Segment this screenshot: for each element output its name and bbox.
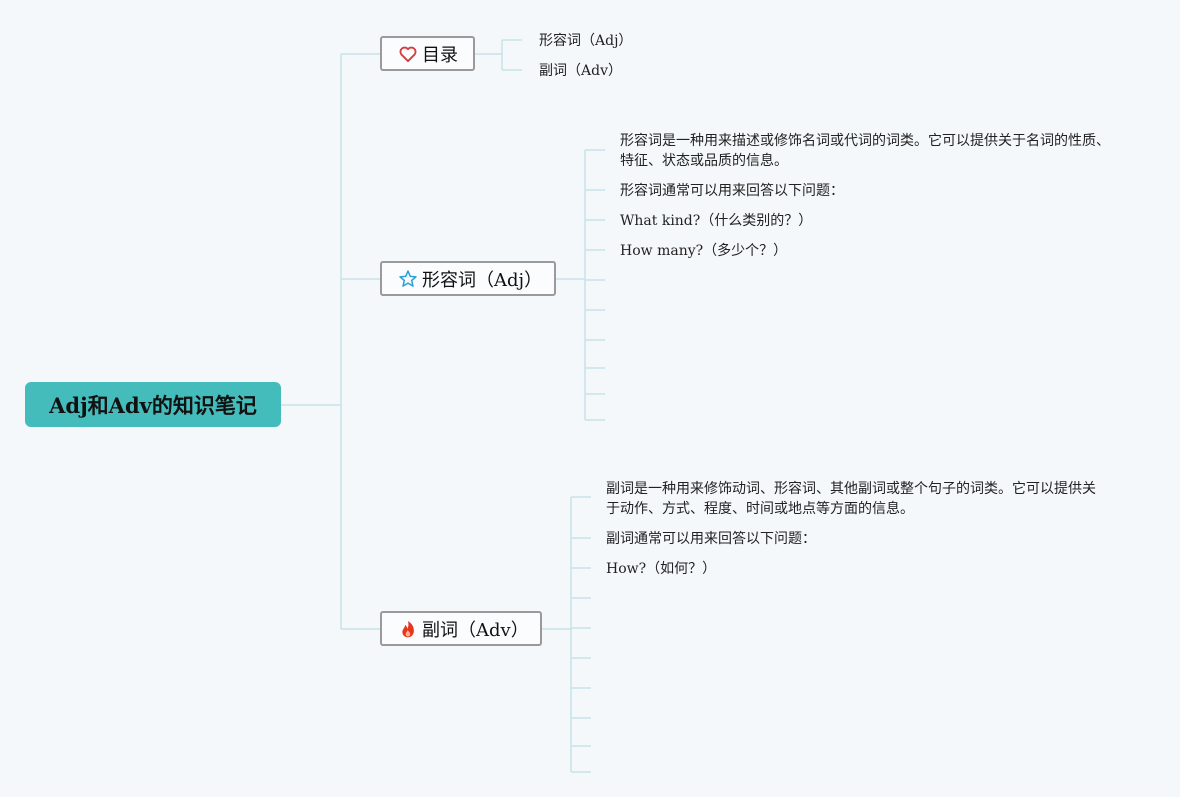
root-title: Adj和Adv的知识笔记 <box>49 392 257 418</box>
adv-note-definition[interactable]: 副词是一种用来修饰动词、形容词、其他副词或整个句子的词类。它可以提供关于动作、方… <box>606 481 1096 517</box>
root-topic[interactable]: Adj和Adv的知识笔记 <box>25 382 281 427</box>
branch-toc[interactable]: 目录 <box>380 36 475 71</box>
toc-item-adj[interactable]: 形容词（Adj） <box>539 33 633 49</box>
branch-adv[interactable]: 副词（Adv） <box>380 611 542 646</box>
adv-note-questions[interactable]: 副词通常可以用来回答以下问题： <box>606 531 816 547</box>
adj-note-what-kind[interactable]: What kind?（什么类别的？） <box>620 213 813 229</box>
adj-note-questions[interactable]: 形容词通常可以用来回答以下问题： <box>620 183 844 199</box>
toc-item-adv[interactable]: 副词（Adv） <box>539 63 622 79</box>
branch-adj[interactable]: 形容词（Adj） <box>380 261 556 296</box>
fire-icon <box>398 619 418 639</box>
heart-icon <box>398 44 418 64</box>
adj-note-definition[interactable]: 形容词是一种用来描述或修饰名词或代词的词类。它可以提供关于名词的性质、特征、状态… <box>620 133 1110 169</box>
adj-note-how-many[interactable]: How many?（多少个？） <box>620 243 788 259</box>
branch-adv-label: 副词（Adv） <box>422 619 529 641</box>
branch-adj-label: 形容词（Adj） <box>422 269 543 291</box>
star-icon <box>398 269 418 289</box>
branch-toc-label: 目录 <box>422 44 458 66</box>
adv-note-how[interactable]: How?（如何？） <box>606 561 717 577</box>
